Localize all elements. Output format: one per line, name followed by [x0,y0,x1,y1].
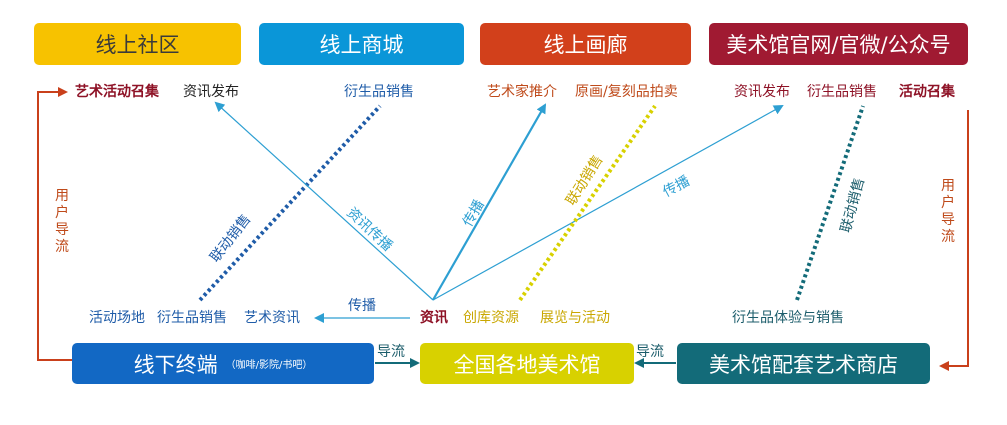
right-flow-bracket [939,110,969,371]
label-news: 资讯 [420,310,448,326]
label-artist-recommend: 艺术家推介 [487,84,557,100]
label-derivative-sales-1: 衍生品销售 [344,84,414,100]
national-museums-box: 全国各地美术馆 [420,343,634,384]
label-user-diversion-right: 用户导流 [941,178,955,245]
offline-terminal-box: 线下终端 （咖啡/影院/书吧） [72,343,374,384]
dotted-link-derivative [198,104,382,302]
online-mall-box: 线上商城 [259,23,464,65]
museum-art-shop-box: 美术馆配套艺术商店 [677,343,930,384]
label-derivative-experience: 衍生品体验与销售 [732,310,844,326]
label-user-diversion-left: 用户导流 [55,188,69,255]
online-community-box: 线上社区 [34,23,241,65]
offline-terminal-note: （咖啡/影院/书吧） [225,360,313,371]
label-event-call: 活动召集 [899,84,955,100]
left-flow-bracket [37,87,72,361]
label-derivative-sales-3: 衍生品销售 [157,310,227,326]
label-spread-3: 传播 [348,298,376,314]
label-exhibitions-events: 展览与活动 [540,310,610,326]
label-original-auction: 原画/复刻品拍卖 [575,84,678,100]
offline-terminal-title: 线下终端 [133,352,218,377]
arrow-news-to-artist [432,103,546,301]
label-art-news: 艺术资讯 [244,310,300,326]
museum-official-channels-box: 美术馆官网/官微/公众号 [709,23,968,65]
label-creation-resources: 创库资源 [463,310,519,326]
online-gallery-box: 线上画廊 [480,23,691,65]
arrow-news-to-news-release-2 [432,105,784,301]
label-diversion-1: 导流 [377,344,405,360]
label-news-release-1: 资讯发布 [183,84,239,100]
label-art-event-call: 艺术活动召集 [75,84,159,100]
dotted-link-auction [518,104,657,302]
label-venue: 活动场地 [89,310,145,326]
label-news-release-2: 资讯发布 [734,84,790,100]
dotted-link-experience [795,105,865,301]
arrow-news-to-news-release-1 [214,101,434,301]
label-derivative-sales-2: 衍生品销售 [807,84,877,100]
label-diversion-2: 导流 [636,344,664,360]
